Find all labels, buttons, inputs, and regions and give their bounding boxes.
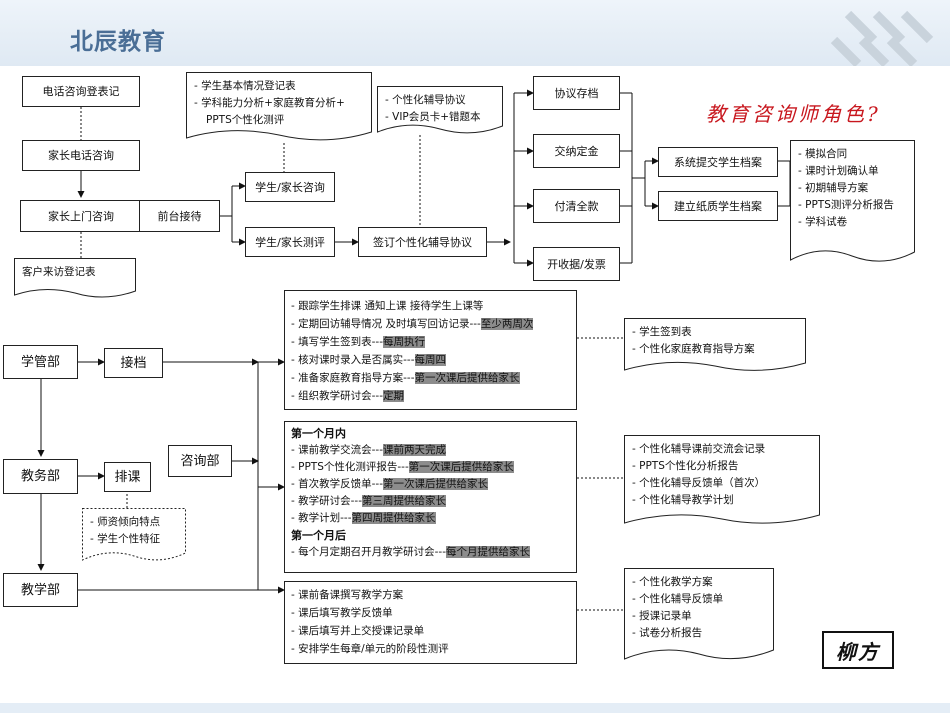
- academic-dept-box: 教务部: [3, 459, 78, 494]
- corner-decoration-icon: [830, 10, 934, 66]
- academic-doc-2: - PPTS个性化分析报告: [632, 460, 739, 472]
- student-mgmt-task-6: - 组织教学研讨会---定期: [291, 390, 405, 402]
- paper-archive-box: 建立纸质学生档案: [658, 191, 778, 221]
- scheduling-note-1: - 师资倾向特点: [90, 516, 161, 528]
- parent-phone-box: 家长电话咨询: [22, 140, 140, 171]
- academic-doc-1: - 个性化辅导课前交流会记录: [632, 443, 766, 455]
- teaching-task-1: - 课前备课撰写教学方案: [291, 589, 404, 601]
- header-bar: 北辰教育: [0, 0, 950, 66]
- student-mgmt-task-5: - 准备家庭教育指导方案---第一次课后提供给家长: [291, 372, 520, 384]
- scheduling-notes-doc: - 师资倾向特点 - 学生个性特征: [82, 508, 186, 563]
- teaching-task-2: - 课后填写教学反馈单: [291, 607, 393, 619]
- system-archive-box: 系统提交学生档案: [658, 147, 778, 177]
- teaching-doc-2: - 个性化辅导反馈单: [632, 593, 724, 605]
- scheduling-box: 排课: [104, 462, 151, 492]
- student-mgmt-doc-1: - 学生签到表: [632, 326, 692, 338]
- page-title: 北辰教育: [70, 29, 166, 55]
- assess-docs: - 学生基本情况登记表 - 学科能力分析+家庭教育分析+ PPTS个性化测评: [186, 72, 372, 144]
- academic-task-6: - 每个月定期召开月教学研讨会---每个月提供给家长: [291, 546, 531, 558]
- archive-agreement-box: 协议存档: [533, 76, 620, 110]
- student-mgmt-task-2: - 定期回访辅导情况 及时填写回访记录---至少两周次: [291, 318, 534, 330]
- assess-doc-2: - 学科能力分析+家庭教育分析+: [194, 97, 345, 109]
- teaching-task-list: - 课前备课撰写教学方案 - 课后填写教学反馈单 - 课后填写并上交授课记录单 …: [284, 581, 577, 664]
- teaching-task-3: - 课后填写并上交授课记录单: [291, 625, 425, 637]
- student-mgmt-docs: - 学生签到表 - 个性化家庭教育指导方案: [624, 318, 806, 373]
- student-mgmt-task-list: - 跟踪学生排课 通知上课 接待学生上课等 - 定期回访辅导情况 及时填写回访记…: [284, 290, 577, 410]
- handover-box: 接档: [104, 348, 163, 378]
- invoice-box: 开收据/发票: [533, 247, 620, 281]
- first-month-heading: 第一个月内: [291, 427, 346, 440]
- deposit-box: 交纳定金: [533, 134, 620, 168]
- student-mgmt-dept-box: 学管部: [3, 345, 78, 379]
- full-payment-box: 付清全款: [533, 189, 620, 223]
- teaching-docs: - 个性化教学方案 - 个性化辅导反馈单 - 授课记录单 - 试卷分析报告: [624, 568, 774, 663]
- signature-stamp: 柳方: [822, 631, 894, 669]
- front-desk-box: 前台接待: [139, 200, 220, 232]
- footer-bar: [0, 703, 950, 713]
- archive-doc-4: - PPTS测评分析报告: [798, 199, 894, 211]
- academic-doc-4: - 个性化辅导教学计划: [632, 494, 734, 506]
- academic-task-1: - 课前教学交流会---课前两天完成: [291, 444, 447, 456]
- archive-doc-2: - 课时计划确认单: [798, 165, 879, 177]
- teaching-doc-4: - 试卷分析报告: [632, 627, 703, 639]
- student-mgmt-task-3: - 填写学生签到表---每周执行: [291, 336, 426, 348]
- parent-visit-box: 家长上门咨询: [20, 200, 142, 232]
- consultant-role-heading: 教育咨询师角色?: [706, 102, 881, 126]
- signature-text: 柳方: [836, 639, 880, 664]
- academic-docs: - 个性化辅导课前交流会记录 - PPTS个性化分析报告 - 个性化辅导反馈单（…: [624, 435, 820, 527]
- phone-register-box: 电话咨询登表记: [22, 76, 140, 107]
- agreement-docs: - 个性化辅导协议 - VIP会员卡+错题本: [377, 86, 503, 136]
- student-mgmt-task-1: - 跟踪学生排课 通知上课 接待学生上课等: [291, 300, 484, 312]
- teaching-doc-1: - 个性化教学方案: [632, 576, 713, 588]
- agreement-doc-2: - VIP会员卡+错题本: [385, 111, 481, 123]
- archive-doc-1: - 模拟合同: [798, 148, 848, 160]
- after-month-heading: 第一个月后: [291, 529, 346, 542]
- academic-task-2: - PPTS个性化测评报告---第一次课后提供给家长: [291, 461, 514, 473]
- teaching-dept-box: 教学部: [3, 573, 78, 607]
- teaching-doc-3: - 授课记录单: [632, 610, 692, 622]
- archive-doc-5: - 学科试卷: [798, 216, 848, 228]
- archive-doc-3: - 初期辅导方案: [798, 182, 869, 194]
- student-mgmt-doc-2: - 个性化家庭教育指导方案: [632, 343, 755, 355]
- scheduling-note-2: - 学生个性特征: [90, 533, 161, 545]
- academic-doc-3: - 个性化辅导反馈单（首次）: [632, 477, 766, 489]
- archive-docs: - 模拟合同 - 课时计划确认单 - 初期辅导方案 - PPTS测评分析报告 -…: [790, 140, 915, 265]
- academic-task-5: - 教学计划---第四周提供给家长: [291, 512, 436, 524]
- academic-task-4: - 教学研讨会---第三周提供给家长: [291, 495, 447, 507]
- assess-doc-1: - 学生基本情况登记表: [194, 80, 296, 92]
- consulting-dept-box: 咨询部: [168, 445, 232, 477]
- agreement-doc-1: - 个性化辅导协议: [385, 94, 466, 106]
- visitor-register-doc: 客户来访登记表: [14, 258, 136, 300]
- sign-agreement-box: 签订个性化辅导协议: [358, 227, 487, 257]
- teaching-task-4: - 安排学生每章/单元的阶段性测评: [291, 643, 449, 655]
- assess-box: 学生/家长测评: [245, 227, 335, 257]
- assess-doc-3: PPTS个性化测评: [206, 114, 285, 126]
- consult-box: 学生/家长咨询: [245, 172, 335, 202]
- academic-task-list: 第一个月内 - 课前教学交流会---课前两天完成 - PPTS个性化测评报告--…: [284, 421, 577, 573]
- academic-task-3: - 首次教学反馈单---第一次课后提供给家长: [291, 478, 489, 490]
- student-mgmt-task-4: - 核对课时录入是否属实---每周四: [291, 354, 447, 366]
- visitor-register-label: 客户来访登记表: [22, 266, 96, 278]
